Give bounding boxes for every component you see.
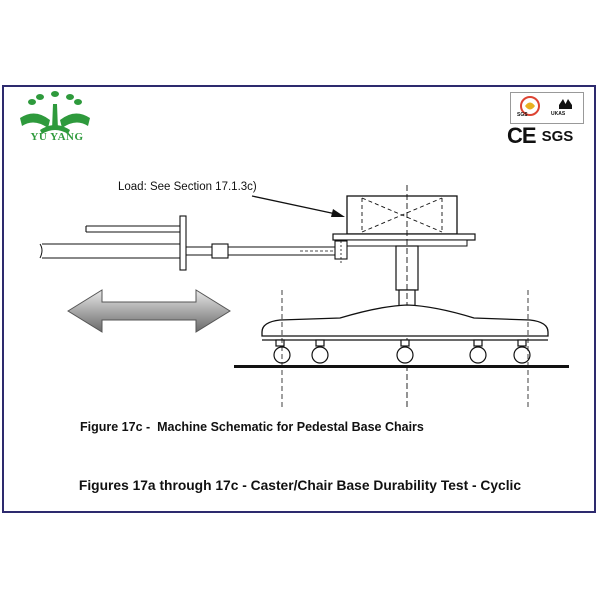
double-headed-arrow-icon <box>67 289 231 333</box>
yu-yang-logo-icon <box>20 91 90 134</box>
company-name: YU YANG <box>30 131 84 143</box>
ce-mark: CE <box>507 123 537 148</box>
sgs-mark: SGS <box>541 127 574 145</box>
caster <box>469 339 487 364</box>
sgs-small-label: SGS <box>517 112 528 118</box>
push-rod <box>39 215 348 271</box>
caster <box>396 339 414 364</box>
sgs-cert-badge-icon <box>520 96 540 116</box>
ukas-crown-icon <box>559 99 572 109</box>
floor-line <box>234 365 569 368</box>
figure-caption: Figures 17a through 17c - Caster/Chair B… <box>78 478 522 493</box>
pedestal-column <box>395 185 419 410</box>
caster <box>311 339 329 364</box>
ce-sgs-row: CE SGS <box>507 123 574 148</box>
figure-label: Figure 17c - Machine Schematic for Pedes… <box>80 420 424 434</box>
certification-box: SGS UKAS <box>510 92 584 124</box>
ukas-label: UKAS <box>551 111 566 117</box>
seat-plate <box>332 233 476 247</box>
load-box <box>346 195 458 235</box>
load-leader-arrow <box>251 195 345 217</box>
caster <box>513 290 531 410</box>
caster <box>273 290 291 410</box>
casters <box>273 290 531 410</box>
load-label: Load: See Section 17.1.3c) <box>118 181 257 193</box>
chair-base <box>261 304 549 341</box>
